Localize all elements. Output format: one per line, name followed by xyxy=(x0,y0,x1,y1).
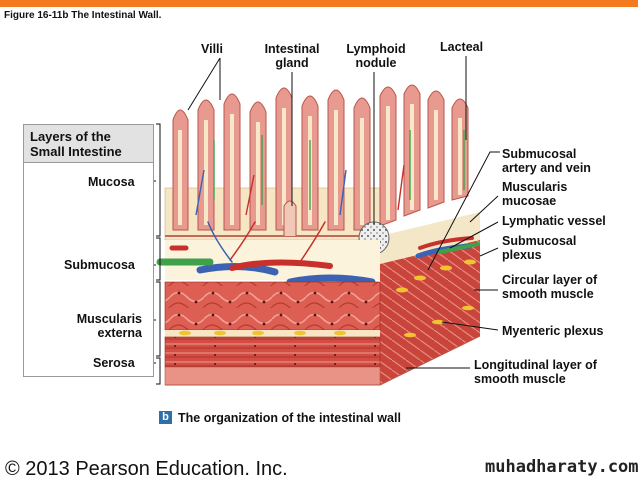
serosa-layer xyxy=(164,366,381,386)
site-watermark[interactable]: muhadharaty.com xyxy=(485,457,638,477)
circular-muscle-layer xyxy=(164,281,381,331)
layers-legend-box: Layers of the Small Intestine xyxy=(23,124,154,377)
label-villi: Villi xyxy=(201,42,224,56)
submucosal-plexus-nodes xyxy=(396,259,476,293)
label-serosa: Serosa xyxy=(93,356,135,370)
copyright-notice: © 2013 Pearson Education. Inc. xyxy=(5,458,288,480)
label-circular-layer: Circular layer of smooth muscle xyxy=(502,273,598,301)
myenteric-plexus-strip xyxy=(165,330,380,337)
label-submucosal-plexus: Submucosal plexus xyxy=(502,234,577,262)
label-lacteal: Lacteal xyxy=(440,40,484,54)
submucosal-vessels xyxy=(156,221,480,286)
caption-text: The organization of the intestinal wall xyxy=(178,411,401,425)
label-intestinal-gland: Intestinal gland xyxy=(264,42,320,70)
top-accent-bar xyxy=(0,0,638,7)
layers-legend-header: Layers of the Small Intestine xyxy=(24,125,153,163)
longitudinal-muscle-layer xyxy=(164,336,381,368)
label-mucosa: Mucosa xyxy=(88,175,135,189)
label-lymphatic-vessel: Lymphatic vessel xyxy=(502,214,606,228)
myenteric-plexus-nodes xyxy=(179,305,474,338)
label-longitudinal-layer: Longitudinal layer of smooth muscle xyxy=(474,358,597,386)
caption-badge: b xyxy=(159,411,172,424)
intestinal-gland xyxy=(283,200,297,236)
figure-title: Figure 16-11b The Intestinal Wall. xyxy=(4,10,162,21)
mucosa-base xyxy=(164,187,381,241)
label-lymphoid-nodule: Lymphoid nodule xyxy=(346,42,406,70)
label-muscularis-mucosae: Muscularis mucosae xyxy=(502,180,568,208)
label-myenteric-plexus: Myenteric plexus xyxy=(502,324,604,338)
label-submucosa: Submucosa xyxy=(64,258,135,272)
wall-side-submucosa xyxy=(380,212,480,264)
label-muscularis-externa: Muscularis externa xyxy=(76,312,142,340)
layers-legend-title: Layers of the Small Intestine xyxy=(30,129,122,159)
leader-lines xyxy=(187,56,500,369)
label-submucosal-artery-vein: Submucosal artery and vein xyxy=(502,147,591,175)
